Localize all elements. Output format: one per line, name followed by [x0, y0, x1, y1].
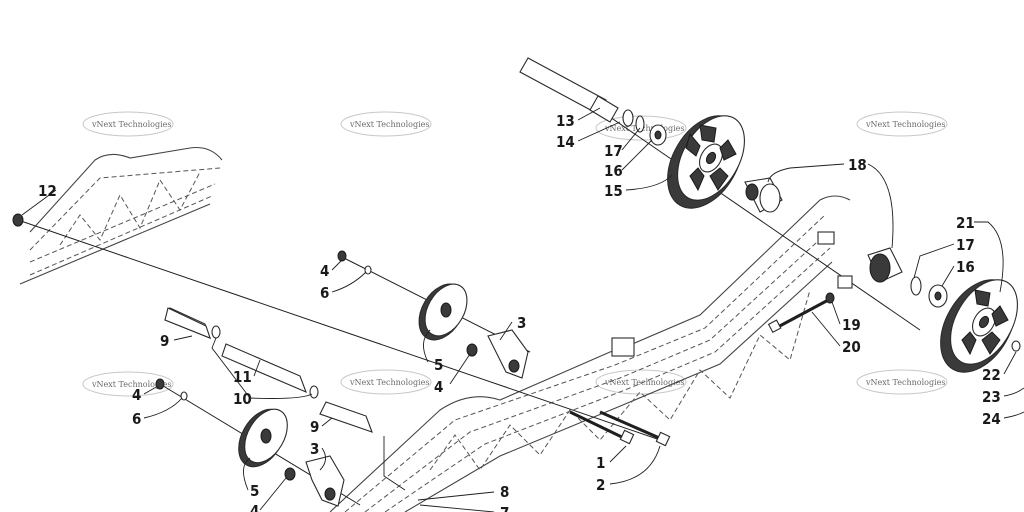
wheel-hub-18-lower	[867, 247, 903, 283]
callout-5-lower: 5	[250, 482, 259, 500]
watermark-8: vNext Technologies	[856, 369, 948, 395]
callout-16-upper: 16	[604, 162, 623, 180]
left-rail	[19, 146, 223, 285]
upper-axle-shaft	[519, 57, 921, 331]
bolt-2	[599, 410, 671, 447]
callout-22: 22	[982, 366, 1001, 384]
washer-6-a	[364, 265, 372, 275]
callout-3-lower: 3	[310, 440, 319, 458]
nut-4-c	[155, 378, 165, 390]
axle-bracket-3-upper	[487, 329, 529, 379]
callout-6-a: 6	[320, 284, 329, 302]
watermark-1: vNext Technologies	[82, 111, 174, 137]
callout-6-b: 6	[132, 410, 141, 428]
bolt-1	[569, 410, 635, 445]
svg-text:vNext Technologies: vNext Technologies	[604, 124, 684, 133]
leader-lines	[21, 107, 1024, 512]
svg-text:vNext Technologies: vNext Technologies	[349, 378, 429, 387]
bearing-16-lower	[928, 284, 948, 308]
idler-wheel-21	[940, 279, 1018, 373]
callout-1: 1	[596, 454, 605, 472]
callout-4-c: 4	[132, 386, 141, 404]
svg-text:vNext Technologies: vNext Technologies	[349, 120, 429, 129]
ring-10-upper	[211, 325, 221, 339]
callout-12: 12	[38, 182, 57, 200]
washer-6-b	[180, 391, 188, 401]
watermark-2: vNext Technologies	[340, 111, 432, 137]
callout-7: 7	[500, 504, 509, 512]
callout-10: 10	[233, 390, 252, 408]
callout-21: 21	[956, 214, 975, 232]
nut-4-b	[466, 343, 478, 357]
callout-18: 18	[848, 156, 867, 174]
callout-labels: 1 2 3 3 4 4 4 4 5 5 6 6 7 8 9 9 10 11 12…	[38, 112, 1001, 512]
right-rail	[329, 195, 851, 512]
nut-19	[825, 292, 835, 304]
spacer-tube-9-lower	[319, 401, 373, 433]
callout-8: 8	[500, 483, 509, 501]
watermark-6: vNext Technologies	[340, 369, 432, 395]
callout-23: 23	[982, 388, 1001, 406]
snap-ring-17-lower	[910, 276, 922, 296]
callout-20: 20	[842, 338, 861, 356]
callout-15: 15	[604, 182, 623, 200]
bolt-20	[767, 296, 833, 334]
callout-17-lower: 17	[956, 236, 975, 254]
watermark-4: vNext Technologies	[856, 111, 948, 137]
callout-19: 19	[842, 316, 861, 334]
svg-text:vNext Technologies: vNext Technologies	[865, 378, 945, 387]
callout-24: 24	[982, 410, 1001, 428]
svg-text:vNext Technologies: vNext Technologies	[604, 378, 684, 387]
wheel-5-lower	[238, 408, 288, 468]
callout-4-d: 4	[250, 502, 259, 512]
spacer-tube-11	[221, 343, 307, 394]
ring-10-lower	[309, 385, 319, 399]
nut-4-d	[284, 467, 296, 481]
nut-4-a	[337, 250, 347, 262]
washer-22	[1011, 340, 1021, 352]
svg-text:vNext Technologies: vNext Technologies	[91, 120, 171, 129]
callout-3-upper: 3	[517, 314, 526, 332]
callout-9-upper: 9	[160, 332, 169, 350]
callout-2: 2	[596, 476, 605, 494]
watermark-5: vNext Technologies	[82, 371, 174, 397]
callout-13: 13	[556, 112, 575, 130]
callout-5-upper: 5	[434, 356, 443, 374]
callout-11: 11	[233, 368, 252, 386]
callout-9-lower: 9	[310, 418, 319, 436]
callout-14: 14	[556, 133, 575, 151]
wheel-hub-18-upper	[744, 177, 783, 213]
svg-text:vNext Technologies: vNext Technologies	[91, 380, 171, 389]
spacer-tube-9-upper	[164, 307, 211, 339]
spacer-ring-14	[622, 109, 634, 127]
callout-4-a: 4	[320, 262, 329, 280]
callout-16-lower: 16	[956, 258, 975, 276]
watermark-7: vNext Technologies	[595, 369, 687, 395]
bracket-19	[837, 275, 853, 289]
left-axle	[12, 213, 667, 443]
snap-ring-17-upper	[635, 115, 645, 133]
callout-4-b: 4	[434, 378, 443, 396]
wheel-5-upper	[418, 283, 468, 341]
idler-wheel-15	[667, 115, 745, 209]
svg-text:vNext Technologies: vNext Technologies	[865, 120, 945, 129]
bearing-16-upper	[649, 124, 667, 146]
callout-17-upper: 17	[604, 142, 623, 160]
axle-bracket-3-lower	[305, 455, 345, 507]
